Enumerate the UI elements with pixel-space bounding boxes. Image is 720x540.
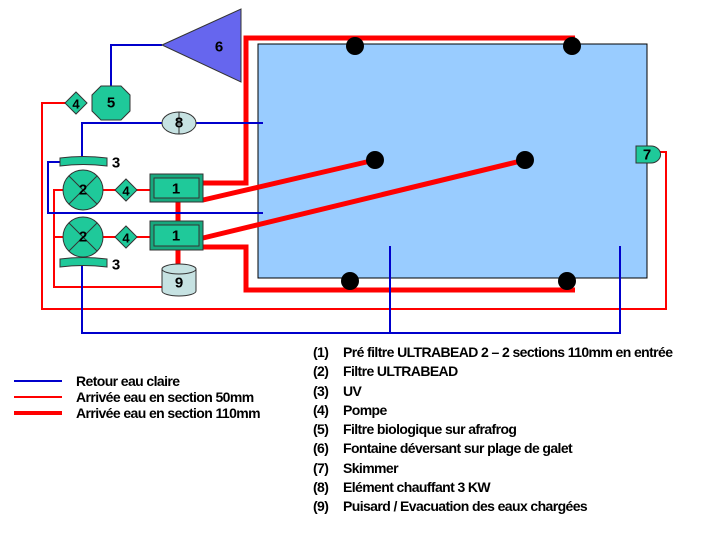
filter-top: 2 (62, 169, 104, 211)
legend: Retour eau claire Arrivée eau en section… (14, 373, 261, 421)
key-item: (2)Filtre ULTRABEAD (313, 363, 458, 380)
pool (257, 43, 648, 279)
pipe-diagonal-1 (202, 157, 376, 203)
pump-label: 4 (72, 97, 80, 112)
pump-bottom-label: 4 (122, 231, 130, 246)
pipe-top-inlet (203, 35, 575, 186)
prefilter-bottom-label: 1 (172, 228, 180, 245)
outlet-dot (558, 272, 576, 290)
outlet-dot (563, 37, 581, 55)
uv-top-shape (59, 156, 108, 167)
pump-shape (64, 91, 88, 115)
pool-outlets (341, 37, 581, 290)
bio-filter-shape (91, 85, 131, 121)
pipe-bottom-return (81, 246, 621, 334)
fountain-shape (160, 8, 242, 83)
filter-top-label: 2 (79, 182, 87, 199)
legend-label: Retour eau claire (76, 373, 180, 389)
pump-top-label: 4 (122, 184, 130, 199)
key-item: (5)Filtre biologique sur afrafrog (313, 421, 517, 438)
outlet-dot (516, 151, 534, 169)
skimmer-shape (635, 145, 662, 164)
pipe-diagonal-2 (202, 157, 526, 241)
prefilter-top-label: 1 (172, 181, 180, 198)
uv-bottom-label: 3 (112, 257, 120, 274)
pipe-bottom-inlet (203, 244, 575, 293)
key-item: (1)Pré filtre ULTRABEAD 2 – 2 sections 1… (313, 344, 673, 360)
outlet-dot (341, 272, 359, 290)
filter-bottom-label: 2 (79, 229, 87, 246)
pipe-sump-filters (53, 189, 162, 288)
pipe-skimmer-loop (41, 102, 667, 310)
fountain-label: 6 (215, 39, 223, 56)
heater-label: 8 (175, 115, 183, 132)
filter-bottom: 2 (62, 216, 104, 258)
key-item: (7)Skimmer (313, 459, 399, 476)
pump-bottom-shape (114, 225, 138, 249)
legend-label: Arrivée eau en section 110mm (76, 405, 260, 421)
pipe-heater (81, 122, 263, 162)
pump-top-shape (114, 178, 138, 202)
bio-filter-label: 5 (107, 95, 115, 112)
key-item: (6)Fontaine déversant sur plage de galet (313, 440, 573, 457)
uv-top-label: 3 (112, 155, 120, 172)
equipment-key: (1)Pré filtre ULTRABEAD 2 – 2 sections 1… (313, 343, 713, 517)
feed-110mm-lines (175, 35, 575, 293)
legend-label: Arrivée eau en section 50mm (76, 389, 254, 405)
key-item: (9)Puisard / Evacuation des eaux chargée… (313, 498, 588, 515)
prefilter-top: 1 (149, 173, 204, 203)
sump-label: 9 (175, 275, 183, 292)
sump: 9 (161, 263, 197, 297)
outlet-dot (366, 151, 384, 169)
outlet-dot (346, 37, 364, 55)
key-item: (3)UV (313, 382, 362, 399)
key-item: (8)Elément chauffant 3 KW (313, 479, 491, 496)
uv-bottom-shape (59, 257, 108, 268)
pipe-bio-fountain (110, 44, 162, 90)
prefilter-bottom: 1 (149, 220, 204, 251)
key-item: (4)Pompe (313, 401, 387, 418)
skimmer-label: 7 (643, 147, 651, 164)
